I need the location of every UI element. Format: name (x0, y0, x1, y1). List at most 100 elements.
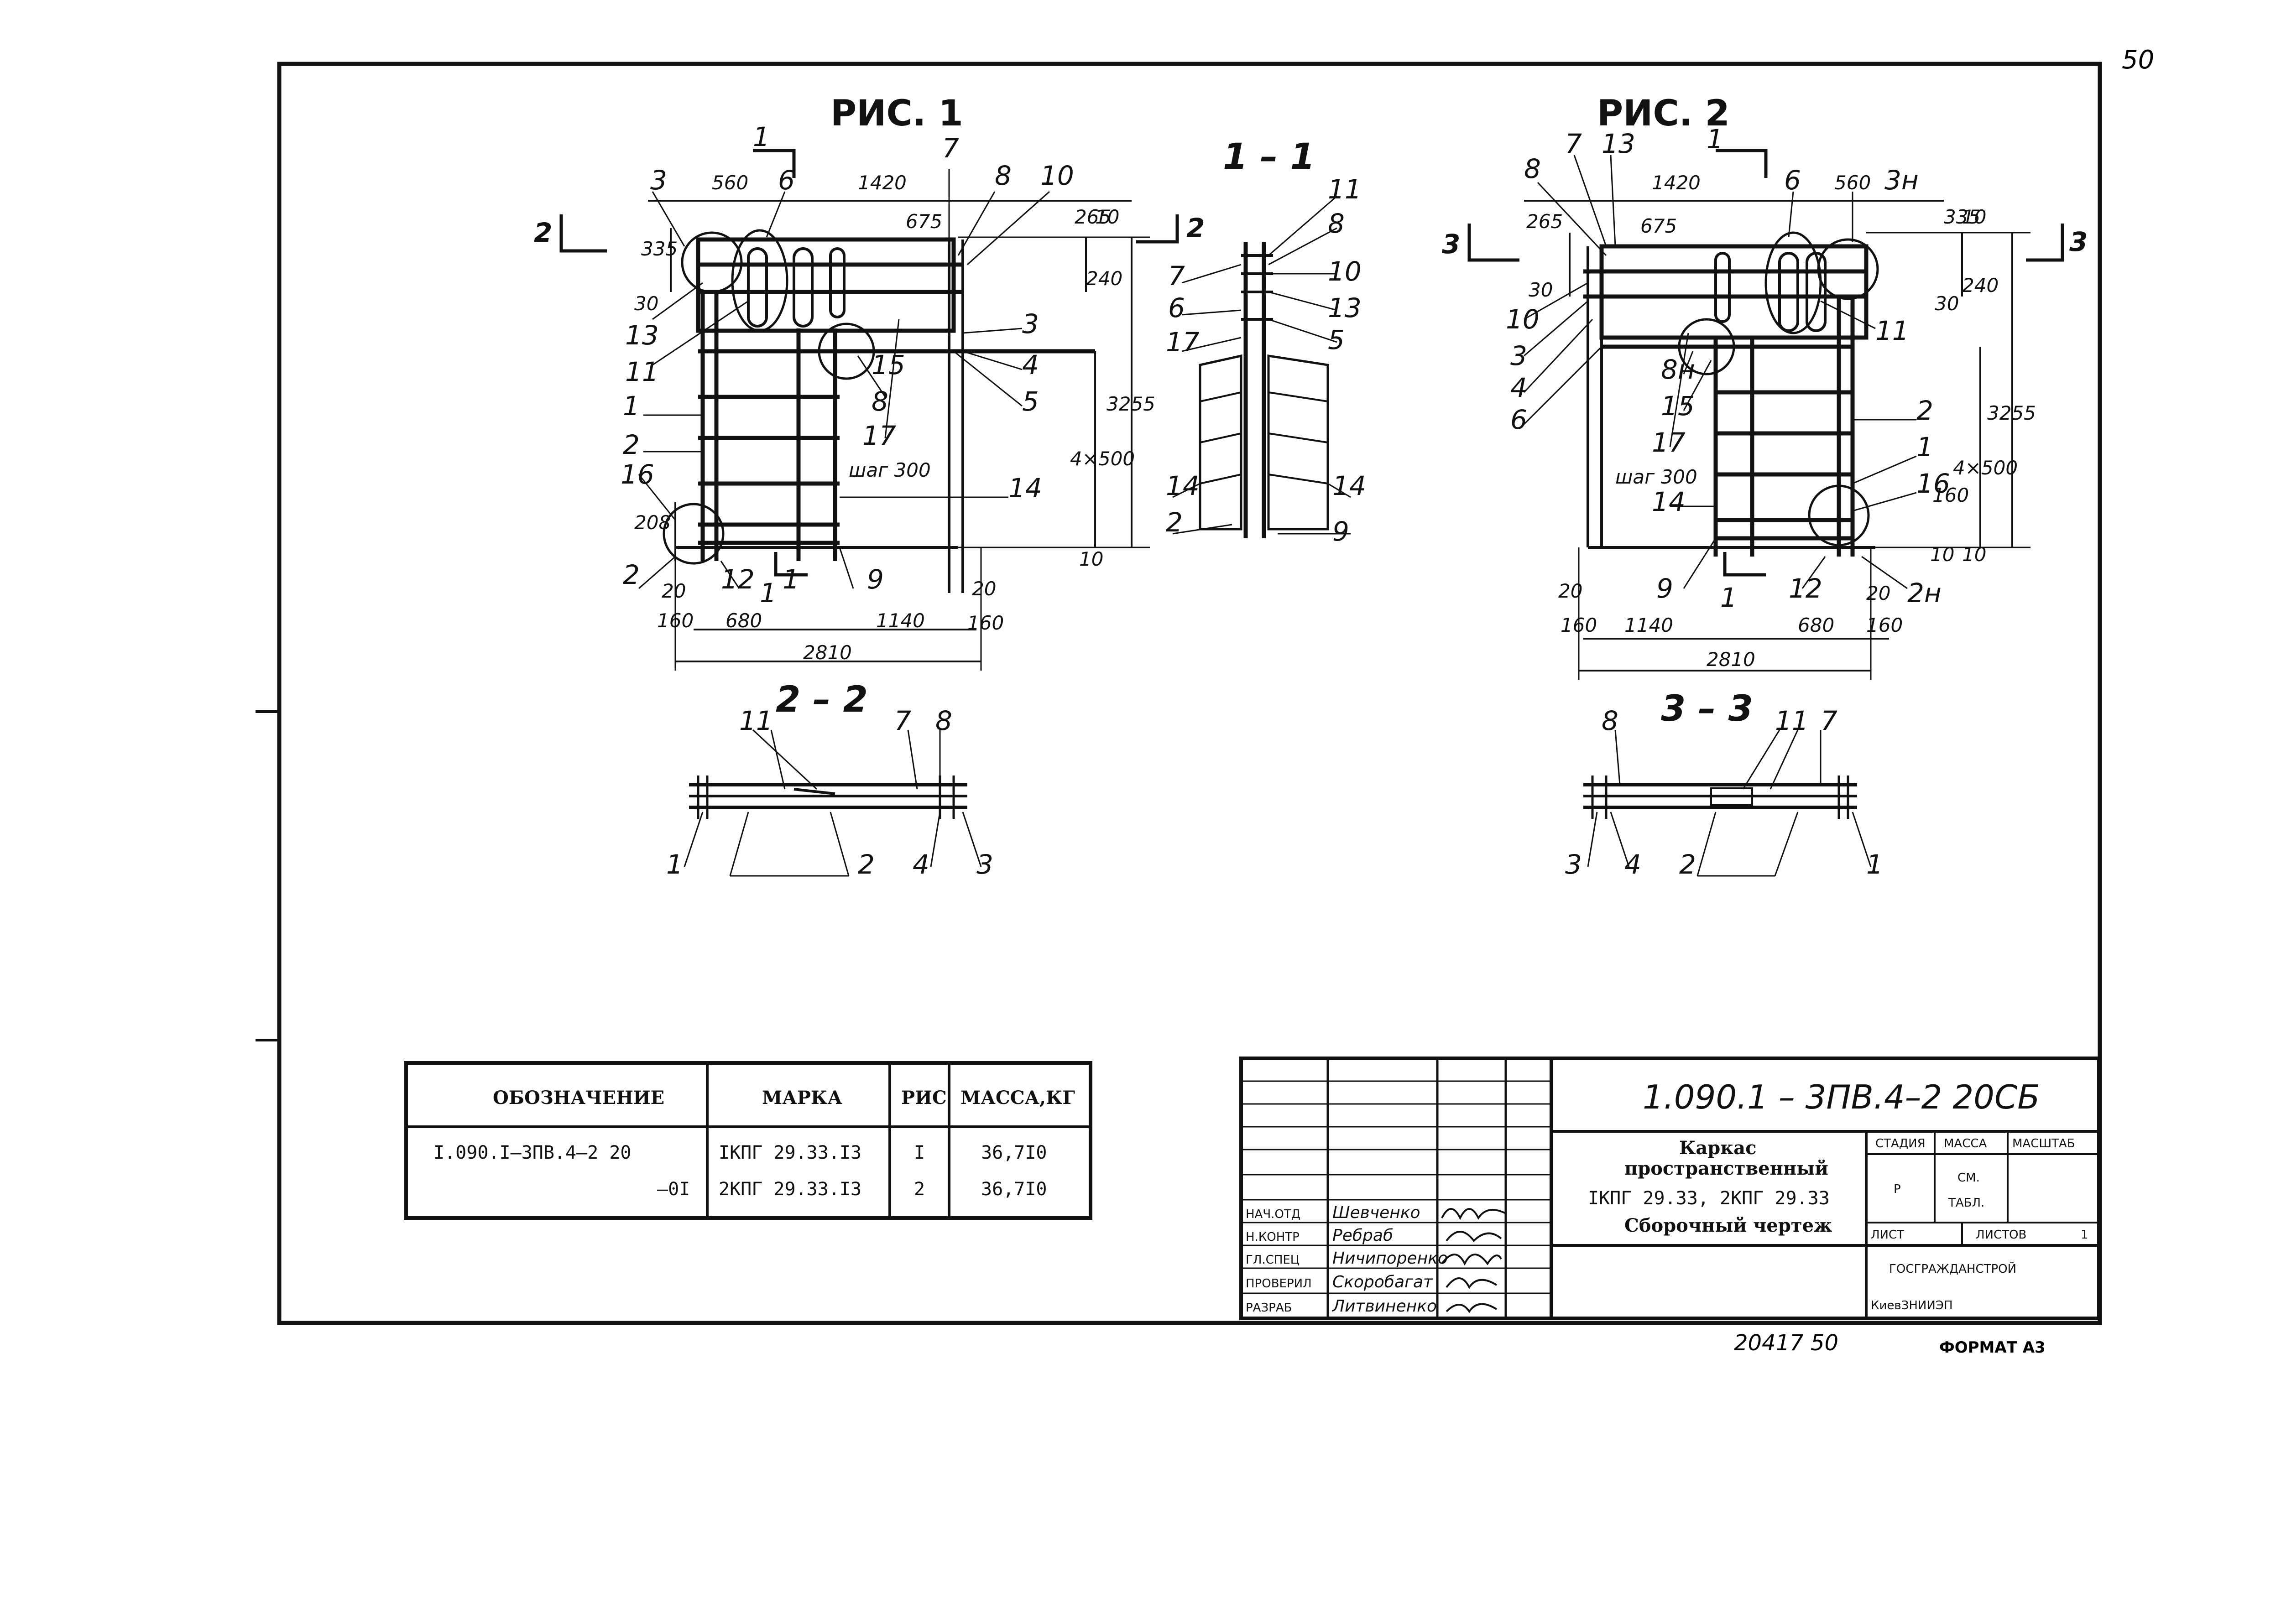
signature-1 (1441, 1208, 1506, 1220)
fig2-pos-10: 10 (1506, 304, 1540, 335)
org-name-2: КиевЗНИИЭП (1871, 1299, 1953, 1312)
fig2-pos-11: 11 (1875, 315, 1909, 346)
fig1-cut2-right-label: 2 (1186, 213, 1205, 244)
section-1-1-pos-5: 5 (1328, 324, 1345, 355)
role-label-5: РАЗРАБ (1246, 1301, 1292, 1315)
section-2-2-title: 2 – 2 (776, 679, 868, 720)
fig1-pos-11: 11 (625, 356, 659, 387)
fig1-pos-13: 13 (625, 320, 659, 351)
fig2-pos-14: 14 (1652, 486, 1686, 517)
role-label-3: ГЛ.СПЕЦ (1246, 1253, 1300, 1267)
fig1-pos-8b: 8 (872, 386, 888, 417)
fig2-pos-9: 9 (1656, 573, 1673, 604)
fig1-pos-15: 15 (872, 349, 905, 380)
fig1-dim-10: 10 (1095, 206, 1119, 228)
fig1-pos-8a: 8 (995, 160, 1012, 191)
spec-row2-mark: 2КПГ 29.33.I3 (719, 1179, 861, 1200)
fig2-dim-1420: 1420 (1652, 172, 1701, 194)
fig2-pos-6b: 6 (1510, 404, 1527, 435)
fig2-step-label: шаг 300 (1615, 466, 1697, 488)
fig1-dim-240: 240 (1086, 267, 1122, 290)
spec-row1-mass: 36,7I0 (981, 1142, 1047, 1163)
fig1-cut1-top-label: 1 (753, 121, 770, 152)
title-name-line-3: IКПГ 29.33, 2КПГ 29.33 (1588, 1188, 1830, 1209)
fig1-pos-1a: 1 (623, 390, 640, 422)
section-3-3-title: 3 – 3 (1661, 688, 1753, 729)
fig2-dim-10c: 10 (1962, 543, 1986, 566)
fig2-dim-20b: 20 (1866, 582, 1890, 604)
sheet-label: ЛИСТ (1871, 1228, 1904, 1242)
signature-2 (1446, 1231, 1502, 1243)
fig2-pos-12: 12 (1789, 573, 1822, 604)
fig2-pos-3: 3 (1510, 340, 1527, 371)
stage-value: Р (1894, 1182, 1901, 1196)
fig2-dim-10: 10 (1962, 206, 1986, 228)
fig1-cut2-left-label: 2 (534, 217, 552, 248)
fig1-pos-10: 10 (1040, 160, 1074, 191)
section-1-1-pos-6: 6 (1168, 292, 1185, 323)
title-name-line-4: Сборочный чертеж (1624, 1215, 1832, 1236)
fig1-dim-3255: 3255 (1107, 393, 1155, 415)
section-1-1-pos-17: 17 (1166, 327, 1200, 358)
signature-4 (1446, 1277, 1498, 1289)
role-label-4: ПРОВЕРИЛ (1246, 1277, 1312, 1291)
fig2-dim-335: 335 (1944, 206, 1980, 228)
section-3-3-pos-8: 8 (1602, 705, 1618, 736)
role-name-2: Ребраб (1332, 1226, 1393, 1245)
fig1-pos-12: 12 (721, 564, 755, 595)
title-name-line-2: пространственный (1624, 1158, 1828, 1179)
fig2-dim-2810: 2810 (1707, 648, 1755, 671)
section-3-3-pos-7: 7 (1821, 705, 1837, 736)
fig1-pos-6: 6 (778, 165, 795, 196)
section-1-1-pos-2: 2 (1166, 507, 1183, 538)
section-2-2-pos-11: 11 (739, 705, 773, 736)
fig2-dim-240: 240 (1962, 274, 1999, 297)
fig2-cut3-right-label: 3 (2069, 226, 2088, 257)
section-1-1: 1 – 1 11 8 7 10 6 13 17 5 (1166, 136, 1366, 547)
fig1-dim-160a: 160 (657, 609, 694, 632)
fig1-pos-3b: 3 (1022, 308, 1039, 339)
sheets-label: ЛИСТОВ (1976, 1228, 2026, 1242)
section-2-2-pos-8: 8 (935, 705, 952, 736)
fig2-dim-10b: 10 (1930, 543, 1954, 566)
spec-row1-designation: I.090.I–3ПВ.4–2 20 (433, 1142, 631, 1163)
section-3-3-pos-3: 3 (1565, 849, 1582, 880)
fig2-dim-160b: 160 (1866, 614, 1903, 636)
inventory-number: 20417 50 (1734, 1330, 1838, 1356)
fig1-dim-1140: 1140 (876, 609, 925, 632)
fig2-pos-2: 2 (1916, 395, 1933, 426)
fig2-dim-680: 680 (1798, 614, 1834, 636)
fig1-dim-160b: 160 (967, 612, 1004, 634)
fig2-pos-8n: 8н (1661, 354, 1695, 385)
fig2-dim-30a: 30 (1529, 279, 1553, 301)
role-name-5: Литвиненко (1331, 1297, 1437, 1316)
section-1-1-pos-9: 9 (1332, 516, 1349, 547)
fig1-pos-16: 16 (621, 459, 654, 490)
fig2-dim-160v: 160 (1932, 484, 1969, 506)
section-1-1-pos-8: 8 (1328, 208, 1345, 239)
section-3-3-pos-11: 11 (1775, 705, 1809, 736)
fig1-cut1-bottom-label: 1 (783, 564, 799, 595)
spec-row2-mass: 36,7I0 (981, 1179, 1047, 1200)
fig1-title: РИС. 1 (830, 93, 963, 134)
fig2-dim-265: 265 (1526, 210, 1563, 233)
spec-row1-fig: I (914, 1142, 925, 1163)
section-1-1-pos-13: 13 (1328, 292, 1362, 323)
fig2-pos-3n: 3н (1884, 165, 1919, 196)
section-2-2-pos-7: 7 (894, 705, 911, 736)
fig2-title: РИС. 2 (1597, 93, 1730, 134)
fig2-pos-2n: 2н (1907, 578, 1942, 609)
section-1-1-pos-14a: 14 (1166, 470, 1200, 501)
fig1-dim-208: 208 (634, 511, 671, 534)
section-3-3-pos-4: 4 (1624, 849, 1641, 880)
spec-table: ОБОЗНАЧЕНИЕ МАРКА РИС МАССА,КГ I.090.I–3… (404, 1061, 1092, 1220)
section-2-2: 2 – 2 11 7 8 1 2 4 3 (666, 679, 993, 880)
spec-header-mark: МАРКА (762, 1087, 842, 1109)
fig1-dim-675: 675 (906, 210, 942, 233)
mass-value-1: СМ. (1957, 1171, 1980, 1185)
title-block: 1.090.1 – 3ПВ.4–2 20СБ Каркас пространст… (1239, 1057, 2101, 1320)
fig2-dim-20a: 20 (1558, 580, 1582, 602)
fig2-dim-1140: 1140 (1624, 614, 1673, 636)
signature-3 (1441, 1254, 1502, 1266)
role-name-4: Скоробагат (1332, 1273, 1433, 1291)
